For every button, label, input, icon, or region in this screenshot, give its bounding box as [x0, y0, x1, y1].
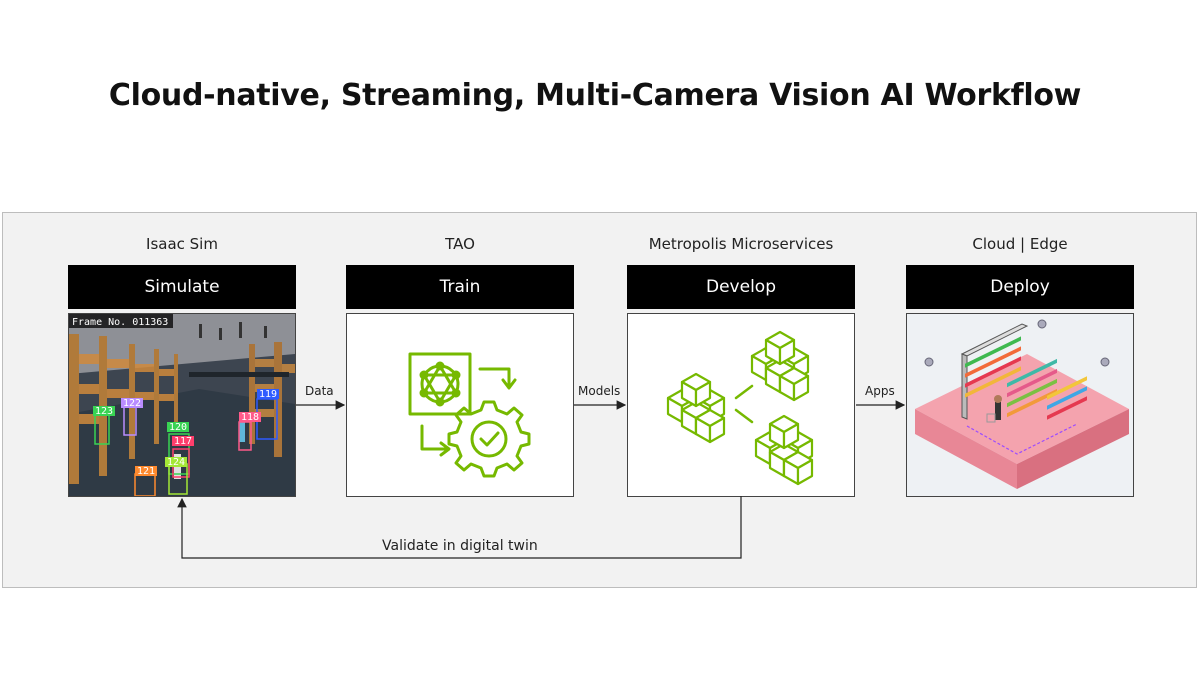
stage-tool-isaac-sim: Isaac Sim: [146, 235, 218, 253]
track-id-label: 120: [169, 422, 187, 433]
deploy-retail-store-image: [906, 313, 1134, 497]
track-id-label: 124: [167, 457, 185, 468]
microservices-blocks-icon: [628, 314, 854, 496]
train-box: [346, 313, 574, 497]
track-id-label: 122: [123, 398, 141, 409]
track-id-label: 121: [137, 466, 155, 477]
frame-number-label: Frame No. 011363: [72, 317, 168, 328]
stage-tool-tao: TAO: [445, 235, 475, 253]
track-id-label: 123: [95, 406, 113, 417]
page-title: Cloud-native, Streaming, Multi-Camera Vi…: [108, 78, 1082, 113]
track-id-label: 119: [259, 389, 277, 400]
arrow-label-models: Models: [578, 384, 621, 398]
track-id-label: 118: [241, 412, 259, 423]
feedback-loop-label: Validate in digital twin: [382, 538, 538, 554]
stage-header-train: Train: [346, 265, 574, 309]
stage-header-deploy: Deploy: [906, 265, 1134, 309]
arrow-label-apps: Apps: [865, 384, 895, 398]
stage-tool-metropolis: Metropolis Microservices: [648, 235, 834, 253]
arrow-label-data: Data: [305, 384, 334, 398]
track-id-label: 117: [174, 436, 192, 447]
simulation-frame-image: 123 122 120 117 118 119 124 121 Frame No…: [68, 313, 296, 497]
neural-network-gear-icon: [408, 352, 531, 478]
develop-box: [627, 313, 855, 497]
stage-header-simulate: Simulate: [68, 265, 296, 309]
stage-header-develop: Develop: [627, 265, 855, 309]
stage-tool-cloud-edge: Cloud | Edge: [972, 235, 1068, 253]
